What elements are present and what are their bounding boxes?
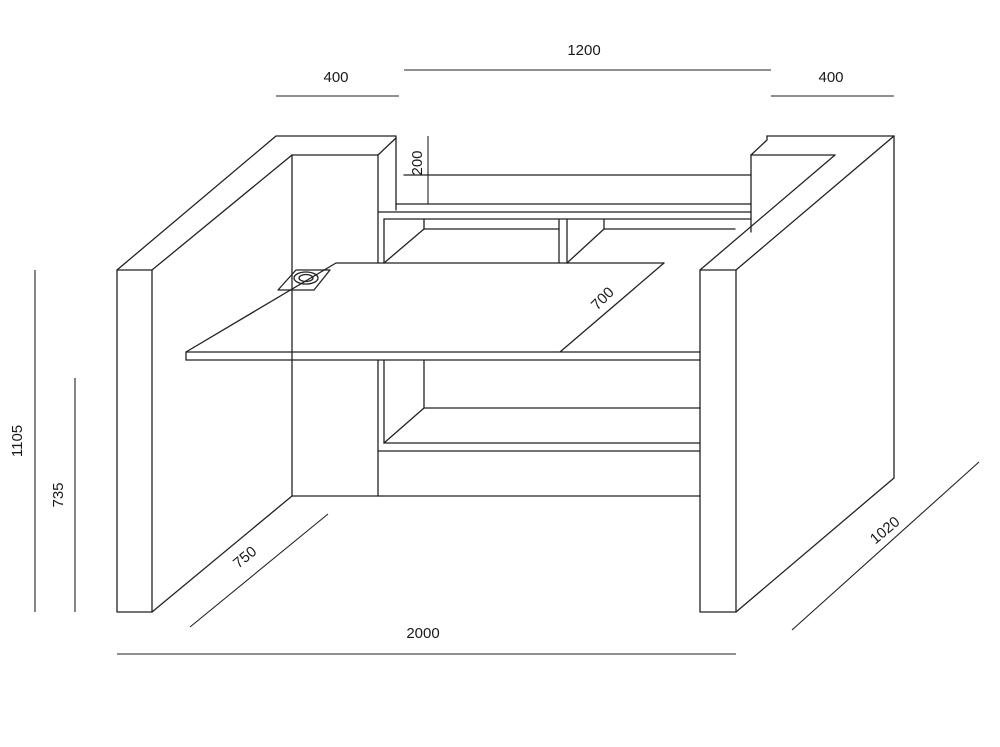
dim-label-1105: 1105 — [9, 425, 26, 457]
dim-label-200: 200 — [409, 150, 426, 175]
right-side-panel — [699, 135, 895, 613]
dim-label-2000: 2000 — [406, 625, 439, 642]
dim-label-400-left: 400 — [323, 69, 348, 86]
left-upper-block — [377, 137, 397, 264]
back-shelf — [377, 174, 752, 264]
dimension-lines — [34, 69, 980, 655]
dim-line-1020 — [791, 461, 980, 631]
dim-line-750 — [189, 513, 329, 628]
dim-label-700: 700 — [588, 284, 618, 314]
dimension-labels: 1200 400 400 200 700 1105 735 750 2000 1… — [9, 42, 903, 642]
dim-label-400-right: 400 — [818, 69, 843, 86]
dim-label-735: 735 — [50, 482, 67, 507]
lower-cabinet — [291, 359, 701, 497]
dim-label-750: 750 — [230, 543, 260, 572]
dim-label-1020: 1020 — [867, 513, 903, 547]
left-side-panel — [116, 135, 397, 613]
desk-top — [185, 262, 701, 361]
dim-label-1200: 1200 — [567, 42, 600, 59]
cable-grommet — [277, 269, 331, 291]
